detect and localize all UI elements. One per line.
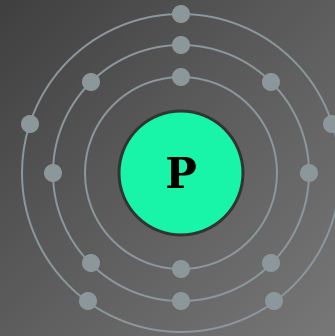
electron bbox=[82, 73, 100, 91]
electron bbox=[300, 164, 318, 182]
electron bbox=[265, 292, 283, 310]
electron bbox=[172, 260, 190, 278]
electron bbox=[262, 254, 280, 272]
electron bbox=[262, 73, 280, 91]
electron bbox=[323, 115, 335, 133]
element-symbol: P bbox=[165, 149, 197, 198]
electron bbox=[79, 292, 97, 310]
electron bbox=[44, 164, 62, 182]
electron bbox=[172, 36, 190, 54]
electron bbox=[21, 115, 39, 133]
electron bbox=[172, 5, 190, 23]
electron bbox=[82, 254, 100, 272]
electron bbox=[172, 292, 190, 310]
electron bbox=[172, 68, 190, 86]
